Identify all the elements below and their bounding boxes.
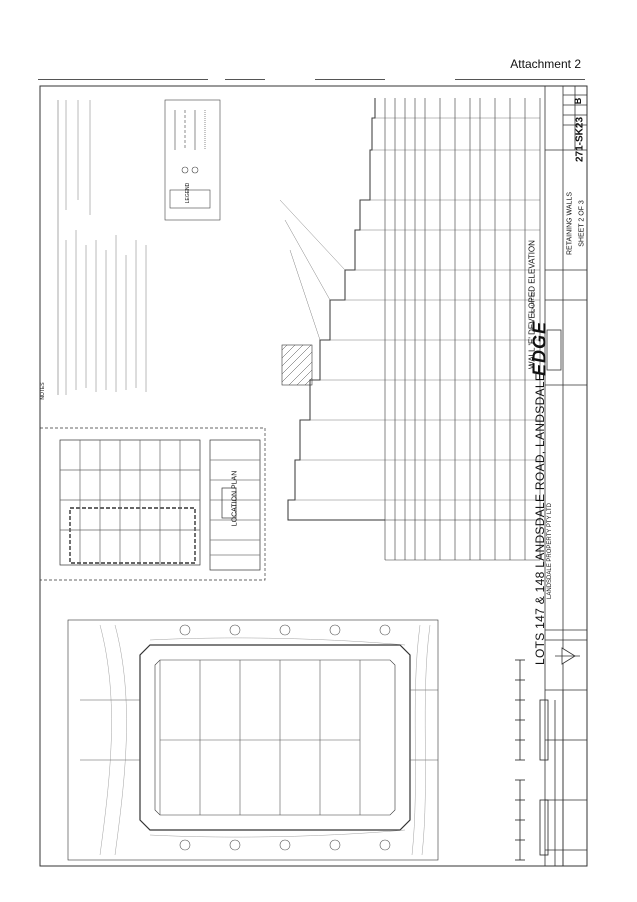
- location-plan: [39, 427, 266, 581]
- drawing-title-line2: SHEET 2 OF 3: [578, 200, 586, 247]
- project-title: LOTS 147 & 148 LANDSDALE ROAD, LANDSDALE: [533, 372, 547, 665]
- attachment-label: Attachment 2: [510, 57, 581, 71]
- header-rule: [38, 79, 208, 80]
- sheet-border: [39, 85, 588, 867]
- location-plan-title: LOCATION PLAN: [231, 470, 239, 527]
- legend-title: LEGEND: [185, 182, 191, 204]
- notes-block: [57, 100, 147, 395]
- title-block: [544, 86, 587, 866]
- site-plan: [67, 619, 439, 861]
- revision-letter: B: [573, 97, 583, 105]
- drawing-title-line1: RETAINING WALLS: [566, 192, 574, 256]
- developed-elevation: [279, 98, 541, 561]
- notes-title: NOTES: [40, 382, 46, 400]
- elevation-scale-note: SCALE 1:250: [529, 290, 535, 315]
- owner-name: LANDSDALE PROPERTY PTY LTD: [547, 503, 553, 599]
- header-rule: [455, 79, 585, 80]
- header-rule: [225, 79, 265, 80]
- legend-block: [164, 99, 221, 221]
- scale-bars: [515, 659, 549, 861]
- header-rule: [315, 79, 385, 80]
